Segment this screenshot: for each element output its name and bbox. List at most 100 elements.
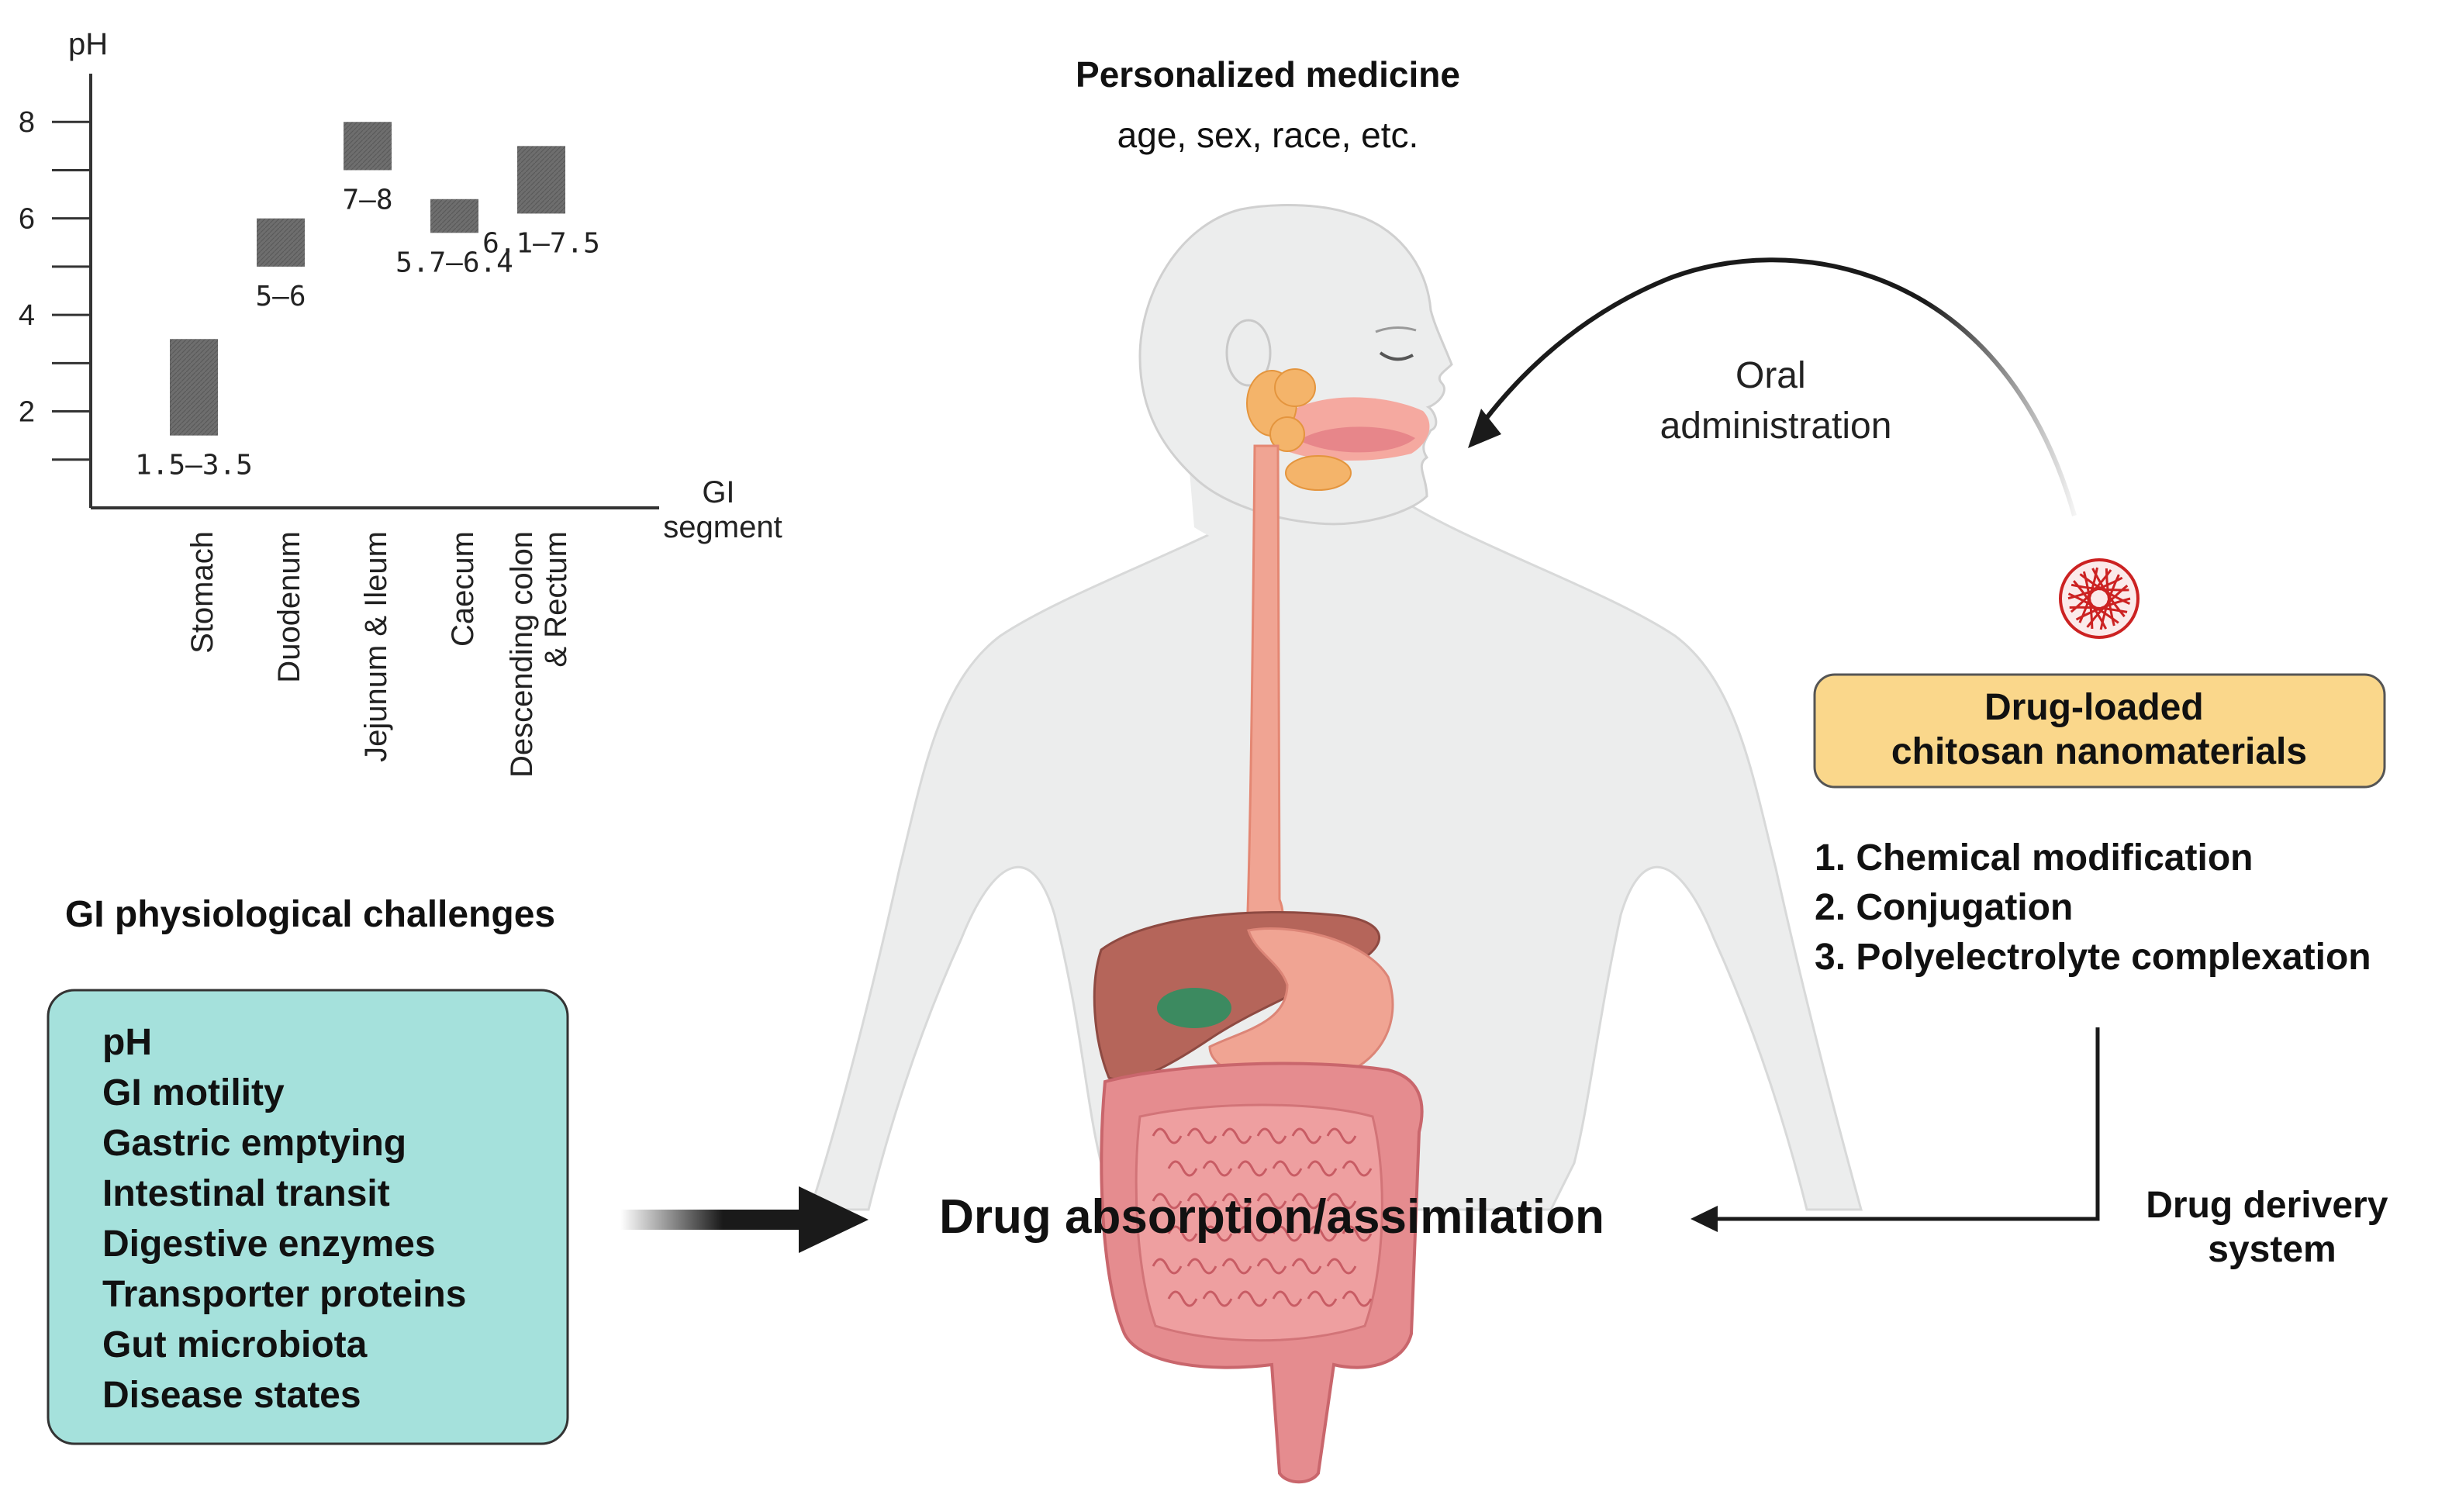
salivary-glands (1246, 368, 1352, 491)
ph-range-bars: 1.5–3.5 5–6 7–85.7–6.46.1–7.5 (135, 122, 600, 482)
ph-range-bar (257, 218, 305, 267)
intestine-coil (1186, 1193, 1217, 1210)
intestine-coil (1237, 1225, 1268, 1242)
gi-challenges-box (47, 989, 569, 1445)
intestine-coil (1326, 1258, 1357, 1275)
challenge-item: Intestinal transit (102, 1173, 390, 1214)
intestine-coil (1186, 1127, 1217, 1144)
svg-text:Descending colon& Rectum: Descending colon& Rectum (505, 531, 573, 778)
intestine-coil (1342, 1160, 1373, 1177)
intestine-coil (1326, 1127, 1357, 1144)
y-axis-title: pH (68, 27, 108, 61)
intestine-coil (1152, 1193, 1183, 1210)
personalized-medicine-title: Personalized medicine (1076, 54, 1460, 95)
oral-arrow-head (1468, 409, 1501, 448)
strategy-item: 1. Chemical modification (1815, 837, 2253, 879)
intestine-coil (1307, 1225, 1338, 1242)
intestine-coil (1152, 1127, 1183, 1144)
challenge-item: Transporter proteins (102, 1274, 466, 1315)
drug-delivery-system-label: Drug derivery system (2146, 1185, 2398, 1270)
intestine-coil (1167, 1225, 1198, 1242)
ph-range-chart: 2 4 6 8 1.5–3.5 5–6 7–85.7–6.46.1–7.5 Stomach… (19, 27, 782, 778)
intestine-coil (1256, 1258, 1287, 1275)
intestine-coil (1326, 1193, 1357, 1210)
segment-label: Descending colon& Rectum (505, 531, 573, 778)
intestine-coil (1256, 1127, 1287, 1144)
svg-text:Duodenum: Duodenum (272, 531, 306, 683)
intestine-coil (1307, 1290, 1338, 1307)
chitosan-nanomaterials-label: Drug-loaded chitosan nanomaterials (1891, 687, 2307, 772)
intestine-coil (1152, 1258, 1183, 1275)
strategy-item: 2. Conjugation (1815, 887, 2073, 928)
intestine-coil (1221, 1127, 1252, 1144)
ph-range-label: 5.7–6.4 (395, 247, 513, 278)
intestine-coil (1202, 1225, 1233, 1242)
ph-range-label: 5–6 (255, 281, 306, 312)
oral-administration-arrow (1475, 257, 2077, 516)
intestine-coil (1237, 1290, 1268, 1307)
segment-label: Stomach (185, 531, 219, 654)
y-tick-label: 6 (19, 203, 35, 236)
nanoparticle-icon (2059, 558, 2140, 639)
intestine-coil (1342, 1290, 1373, 1307)
challenge-item: GI motility (102, 1072, 285, 1113)
ph-range-bar (430, 198, 478, 233)
delivery-connector-arrow (1706, 1027, 2100, 1221)
challenge-item: Gastric emptying (102, 1123, 406, 1164)
challenge-item: Disease states (102, 1375, 361, 1416)
ph-range-bar (170, 339, 218, 436)
x-axis-title: GI segment (663, 475, 782, 544)
eyebrow (1375, 326, 1417, 333)
segment-label: Jejunum & Ileum (359, 531, 393, 762)
gallbladder (1157, 988, 1231, 1028)
intestine-coil (1221, 1258, 1252, 1275)
oral-administration-label: Oral administration (1660, 355, 1892, 447)
modification-strategies: 1. Chemical modification 2. Conjugation 3.… (1815, 837, 2371, 978)
delivery-arrow-head (1691, 1206, 1718, 1232)
y-axis: 2 4 6 8 (19, 74, 92, 508)
chitosan-nanomaterials-box (1813, 673, 2386, 789)
challenges-arrow-shaft (620, 1210, 806, 1230)
ph-range-label: 6.1–7.5 (482, 227, 600, 259)
intestine-coil (1202, 1290, 1233, 1307)
segment-labels: Stomach Duodenum Jejunum & Ileum Caecum Desc… (185, 531, 573, 778)
closed-eye (1379, 351, 1414, 361)
intestine-coil (1167, 1160, 1198, 1177)
gi-challenges-title: GI physiological challenges (65, 894, 555, 935)
ph-range-bar (517, 146, 565, 214)
ph-range-label: 1.5–3.5 (135, 450, 253, 482)
intestine-coil (1272, 1290, 1303, 1307)
human-body-illustration (808, 204, 1863, 1484)
y-tick-label: 4 (19, 299, 35, 332)
intestine-coil (1342, 1225, 1373, 1242)
personalized-medicine-factors: age, sex, race, etc. (1117, 115, 1419, 155)
svg-text:Caecum: Caecum (446, 531, 480, 647)
y-tick-label: 2 (19, 396, 35, 429)
intestine-coil (1202, 1160, 1233, 1177)
intestine-coil (1167, 1290, 1198, 1307)
intestine-coil (1237, 1160, 1268, 1177)
y-tick-label: 8 (19, 106, 35, 139)
intestine-coil (1291, 1258, 1322, 1275)
challenge-item: Gut microbiota (102, 1324, 368, 1365)
ph-range-label: 7–8 (342, 184, 392, 216)
challenge-item: Digestive enzymes (102, 1224, 436, 1265)
intestine-coil (1272, 1225, 1303, 1242)
intestine-coil (1272, 1160, 1303, 1177)
strategy-item: 3. Polyelectrolyte complexation (1815, 937, 2371, 978)
svg-text:Jejunum & Ileum: Jejunum & Ileum (359, 531, 393, 762)
intestine-coil (1186, 1258, 1217, 1275)
intestine-coils (1152, 1127, 1373, 1307)
drug-absorption-label: Drug absorption/assimilation (939, 1190, 1604, 1244)
intestine-coil (1221, 1193, 1252, 1210)
small-intestine (1135, 1103, 1383, 1342)
nanoparticle-strand (2086, 585, 2129, 628)
intestine-coil (1307, 1160, 1338, 1177)
challenges-arrow-head (799, 1186, 869, 1253)
tongue (1299, 426, 1415, 453)
intestine-coil (1291, 1127, 1322, 1144)
svg-text:Stomach: Stomach (185, 531, 219, 654)
ear (1225, 319, 1272, 387)
